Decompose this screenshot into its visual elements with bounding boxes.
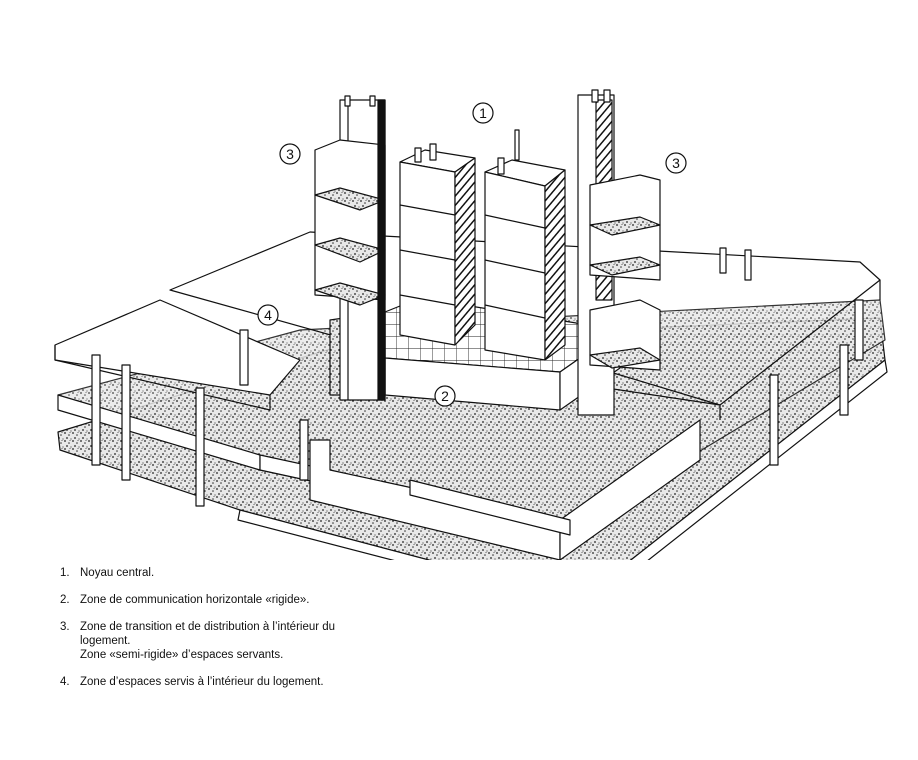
callout-4: 4 [257,304,279,326]
legend-number: 3. [60,621,70,633]
legend-line: Zone de communication horizontale «rigid… [80,594,310,606]
legend-number: 1. [60,567,70,579]
legend-line: Zone «semi-rigide» d’espaces servants. [80,649,284,661]
legend-line: Zone d’espaces servis à l’intérieur du l… [80,676,324,688]
central-core-tower-right [484,129,566,361]
legend-number: 4. [60,676,70,688]
callout-2: 2 [434,385,456,407]
callout-1: 1 [472,102,494,124]
legend: 1. Noyau central. 2. Zone de communicati… [60,566,360,702]
legend-item: 1. Noyau central. [60,566,360,580]
legend-text: Zone d’espaces servis à l’intérieur du l… [80,675,360,689]
callout-3-left: 3 [279,143,301,165]
legend-line: Noyau central. [80,567,155,579]
svg-text:3: 3 [286,146,294,162]
isometric-building-drawing: 1 2 3 3 4 [54,89,888,560]
svg-text:3: 3 [672,155,680,171]
legend-item: 2. Zone de communication horizontale «ri… [60,593,360,607]
callout-3-right: 3 [665,152,687,174]
central-core-tower-left [399,143,476,346]
legend-number: 2. [60,594,70,606]
left-columns [91,329,309,507]
legend-item: 3. Zone de transition et de distribution… [60,620,360,662]
svg-text:2: 2 [441,388,449,404]
courtyard-walls [309,419,701,560]
right-columns [719,247,864,466]
right-service-tower [577,89,661,416]
legend-text: Zone de transition et de distribution à … [80,620,360,662]
svg-text:4: 4 [264,307,272,323]
left-service-tower [314,95,386,401]
legend-text: Noyau central. [80,566,360,580]
legend-line: Zone de transition et de distribution à … [80,621,336,647]
svg-text:1: 1 [479,105,487,121]
legend-text: Zone de communication horizontale «rigid… [80,593,360,607]
legend-item: 4. Zone d’espaces servis à l’intérieur d… [60,675,360,689]
